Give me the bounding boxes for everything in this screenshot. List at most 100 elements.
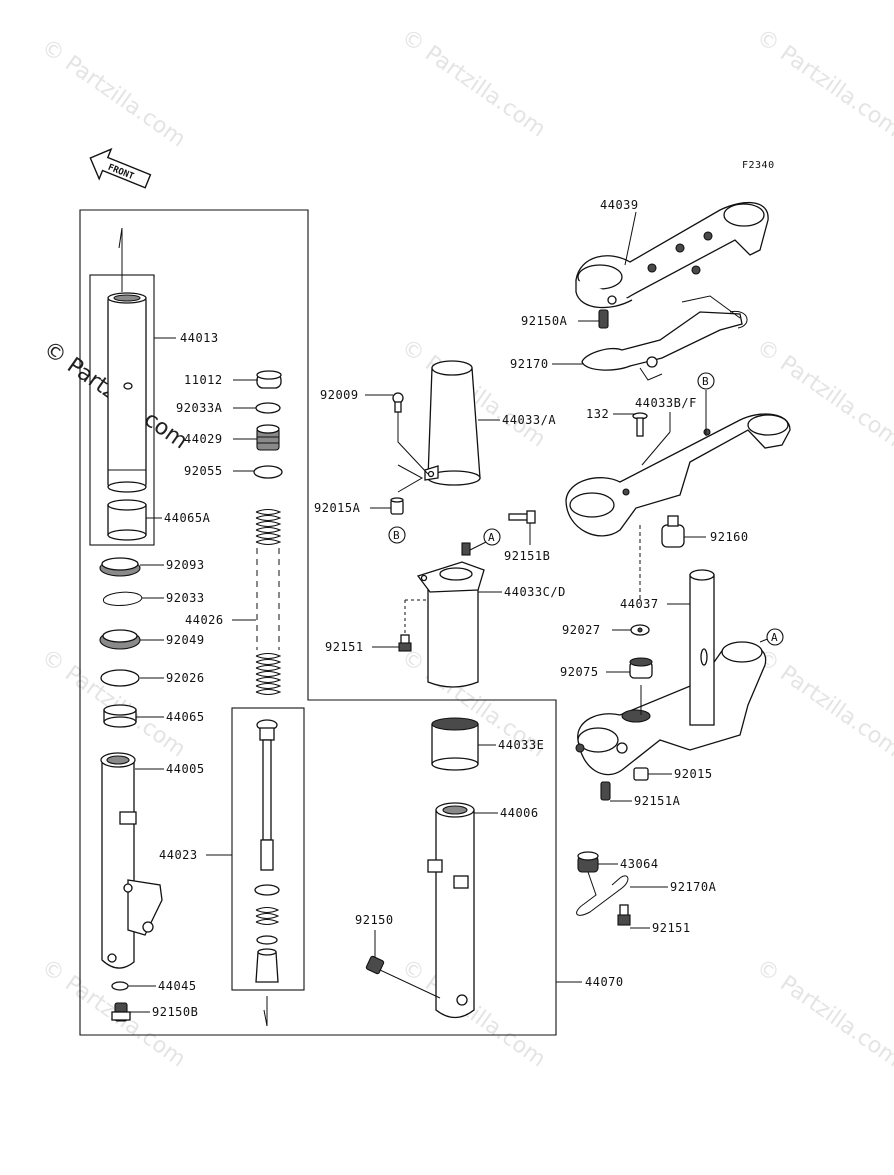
part-label: 92150 (355, 913, 394, 927)
part-label: 44033/A (502, 413, 556, 427)
watermark: © Partzilla.com (37, 644, 190, 762)
svg-text:B: B (702, 375, 709, 388)
oil-seal-92049 (99, 629, 141, 650)
washer-92027 (630, 624, 650, 636)
part-label: 92049 (166, 633, 205, 647)
outer-tube-44005 (100, 752, 163, 969)
bolt-92015A (390, 497, 404, 515)
dust-seal-92093 (99, 557, 141, 577)
watermark: © Partzilla.com (752, 954, 894, 1072)
front-arrow-icon: FRONT (89, 147, 152, 189)
part-label: 44039 (600, 198, 639, 212)
part-label: 92170 (510, 357, 549, 371)
watermark: © Partzilla.com (397, 24, 550, 142)
part-label: 92170A (670, 880, 717, 894)
svg-text:B: B (393, 529, 400, 542)
o-ring-92033A (255, 402, 281, 414)
marker-A-mid: A (483, 528, 501, 546)
part-label: 92151A (634, 794, 681, 808)
marker-B-top: B (697, 372, 715, 390)
part-label: 92033A (176, 401, 223, 415)
washer-92026 (100, 669, 140, 687)
inner-tube-44013 (107, 227, 147, 493)
part-label: 44070 (585, 975, 624, 989)
grommet-43064 (577, 851, 599, 873)
part-label: 44065A (164, 511, 211, 525)
grommet-92075 (629, 657, 653, 679)
watermark: © Partzilla.com (752, 644, 894, 762)
part-label: 44005 (166, 762, 205, 776)
part-label: 43064 (620, 857, 659, 871)
part-label: 44006 (500, 806, 539, 820)
part-label: 92150B (152, 1005, 198, 1019)
part-label: 92026 (166, 671, 205, 685)
fork-cover-44033CD (416, 542, 485, 688)
bushing-44065 (103, 704, 137, 728)
part-label: 44029 (184, 432, 223, 446)
damper-rod-44023 (254, 719, 280, 1027)
grommet-92160 (661, 515, 685, 548)
part-label: 92033 (166, 591, 205, 605)
part-label: 44065 (166, 710, 205, 724)
upper-bracket-44039 (575, 201, 769, 309)
bolt-92151 (398, 634, 412, 652)
bracket-92170 (581, 295, 748, 381)
part-label: 44033B/F (635, 396, 697, 410)
marker-A-right: A (766, 628, 784, 646)
part-label: 92151 (652, 921, 691, 935)
part-label: 92075 (560, 665, 599, 679)
part-label: 92015 (674, 767, 713, 781)
damper-rod-group-box (231, 707, 305, 991)
part-label: 92150A (521, 314, 568, 328)
outer-tube-44006 (427, 802, 475, 1019)
part-label: 44013 (180, 331, 219, 345)
part-label: 92151B (504, 549, 550, 563)
part-labels: 44039 92150A 92170 44013 11012 92033A 44… (152, 198, 749, 1019)
axle-bolt-92150 (365, 955, 441, 999)
fork-cover-44033A (424, 360, 481, 486)
watermark: © Partzilla.com (37, 34, 190, 152)
o-ring-92055 (253, 465, 283, 479)
washer-44045 (111, 981, 129, 991)
bushing-44065A (107, 499, 147, 541)
part-label: 44023 (159, 848, 198, 862)
part-label: 44033E (498, 738, 544, 752)
clip-92033 (103, 591, 143, 606)
leader-lines (127, 211, 771, 1013)
plug-44029 (256, 424, 280, 451)
bolt-92151A (600, 781, 611, 801)
spring-44026 (255, 509, 282, 695)
cover-44033E (431, 717, 479, 771)
svg-text:A: A (771, 631, 778, 644)
part-label: 92009 (320, 388, 359, 402)
part-label: 44045 (158, 979, 197, 993)
left-assembly-frame (79, 209, 557, 1036)
bolt-92009 (392, 392, 404, 413)
lower-bracket-44033BF (565, 413, 791, 537)
bolt-92150A (598, 295, 617, 329)
part-label: 92093 (166, 558, 205, 572)
watermark: © Partzilla.com (752, 24, 894, 142)
part-label: 132 (586, 407, 609, 421)
bolt-92151-lower (617, 904, 631, 926)
bolt-132 (632, 412, 648, 437)
steering-stem-44037 (575, 569, 767, 776)
cap-11012 (256, 370, 282, 389)
part-label: 92160 (710, 530, 749, 544)
part-label: 11012 (184, 373, 223, 387)
bolt-92015 (633, 767, 649, 781)
part-label: 92015A (314, 501, 361, 515)
part-label: 92027 (562, 623, 601, 637)
part-label: 92055 (184, 464, 223, 478)
part-label: 44033C/D (504, 585, 566, 599)
marker-B-low: B (388, 526, 406, 544)
part-label: 44037 (620, 597, 659, 611)
part-label: 92151 (325, 640, 364, 654)
bolt-92150B (111, 1002, 131, 1022)
bolt-92151B (508, 510, 536, 524)
svg-text:A: A (488, 531, 495, 544)
clamp-92170A (576, 871, 629, 916)
part-label: 44026 (185, 613, 224, 627)
